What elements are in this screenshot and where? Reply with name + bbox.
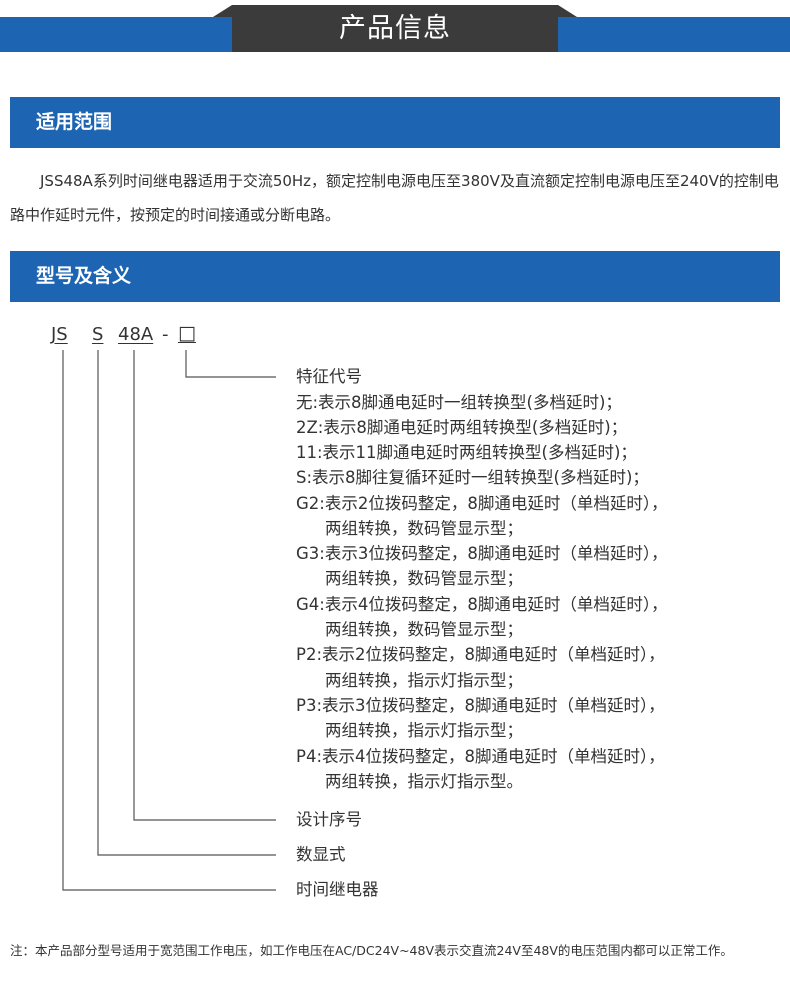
banner-title: 产品信息 (232, 5, 558, 52)
model-code-dash: - (162, 324, 169, 345)
footnote: 注：本产品部分型号适用于宽范围工作电压，如工作电压在AC/DC24V~48V表示… (10, 943, 733, 958)
feature-item: P3:表示3位拨码整定，8脚通电延时（单档延时）， (296, 696, 665, 715)
banner-tab-wing-right (558, 5, 577, 17)
feature-item-continued: 两组转换，指示灯指示型； (325, 721, 523, 740)
model-code-s: S (92, 324, 104, 345)
feature-item-continued: 两组转换，指示灯指示型； (325, 671, 523, 690)
banner-tab-wing-left (213, 5, 232, 17)
connector-feature (185, 350, 276, 378)
feature-item: P2:表示2位拨码整定，8脚通电延时（单档延时）， (296, 645, 665, 664)
connector-time-relay (62, 350, 276, 891)
scope-description: JSS48A系列时间继电器适用于交流50Hz，额定控制电源电压至380V及直流额… (10, 172, 779, 224)
feature-item: 2Z:表示8脚通电延时两组转换型(多档延时)； (296, 418, 628, 437)
section-header-scope: 适用范围 (10, 97, 780, 148)
feature-code-title: 特征代号 (296, 367, 362, 386)
model-code-48a: 48A (118, 324, 154, 345)
feature-item: P4:表示4位拨码整定，8脚通电延时（单档延时）， (296, 747, 665, 766)
section-header-model: 型号及含义 (10, 251, 780, 302)
connector-digital-display (97, 350, 276, 856)
feature-item-continued: 两组转换，数码管显示型； (325, 569, 523, 588)
model-code-feature-box: □ (178, 322, 196, 344)
feature-item: S:表示8脚往复循环延时一组转换型(多档延时)； (296, 468, 649, 487)
feature-item: 无:表示8脚通电延时一组转换型(多档延时)； (296, 393, 622, 412)
feature-item-continued: 两组转换，指示灯指示型。 (325, 772, 523, 791)
feature-item-continued: 两组转换，数码管显示型； (325, 519, 523, 538)
time-relay-label: 时间继电器 (296, 880, 379, 899)
model-code-js: JS (51, 324, 68, 345)
feature-item-continued: 两组转换，数码管显示型； (325, 620, 523, 639)
feature-item: 11:表示11脚通电延时两组转换型(多档延时)； (296, 443, 637, 462)
feature-item: G3:表示3位拨码整定，8脚通电延时（单档延时）， (296, 544, 668, 563)
feature-item: G4:表示4位拨码整定，8脚通电延时（单档延时）， (296, 595, 668, 614)
feature-item: G2:表示2位拨码整定，8脚通电延时（单档延时）， (296, 494, 668, 513)
connector-design-serial (133, 350, 276, 821)
digital-display-label: 数显式 (296, 845, 346, 864)
design-serial-label: 设计序号 (296, 810, 362, 829)
